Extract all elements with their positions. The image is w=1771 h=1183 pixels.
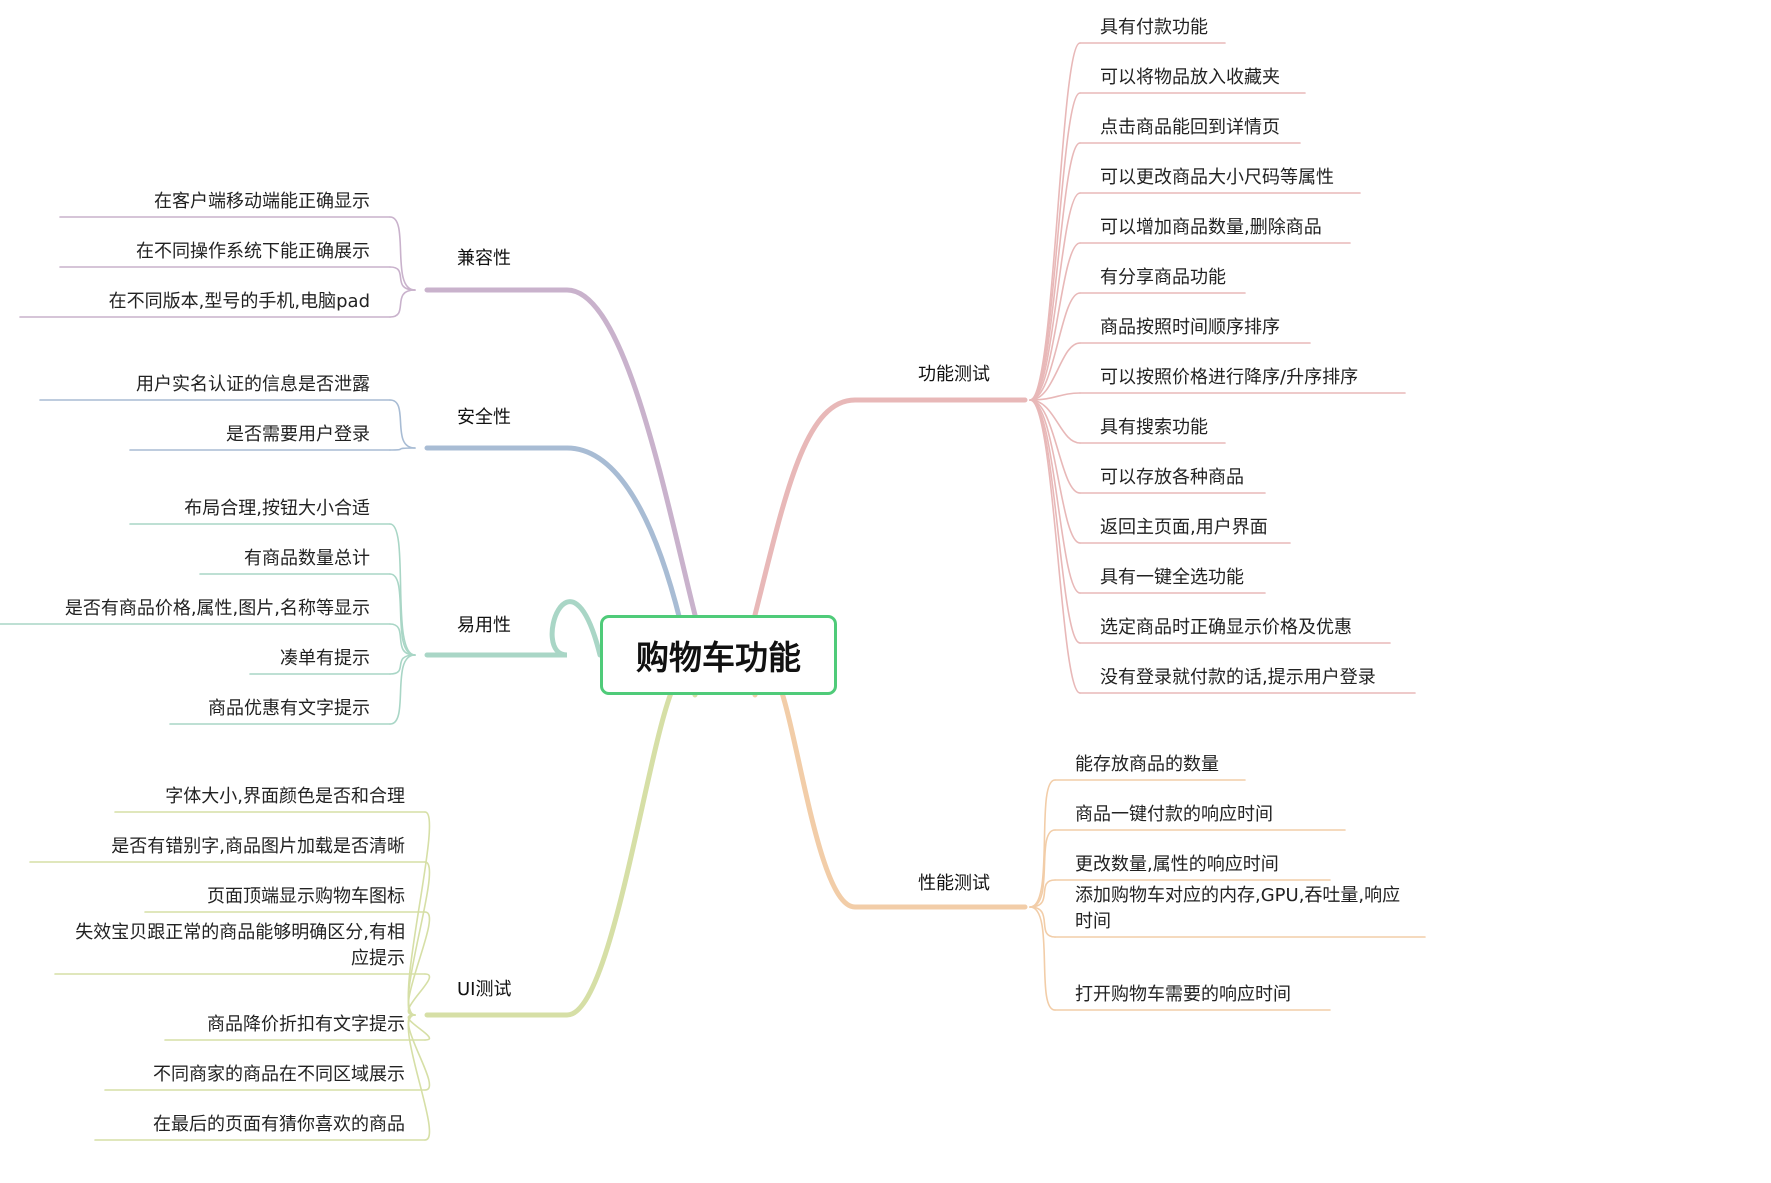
- leaf-connector: [1029, 399, 1081, 594]
- branch-connector-function: [752, 397, 1028, 618]
- leaf-connector: [1029, 392, 1081, 401]
- branch-compatibility[interactable]: 兼容性: [457, 248, 511, 269]
- leaf-connector: [407, 973, 431, 1016]
- leaf-function[interactable]: 具有搜索功能: [1100, 417, 1208, 438]
- leaf-connector: [407, 1014, 431, 1041]
- leaf-performance[interactable]: 商品一键付款的响应时间: [1075, 804, 1273, 825]
- leaf-usability[interactable]: 凑单有提示: [280, 648, 370, 669]
- branch-function[interactable]: 功能测试: [918, 364, 990, 385]
- leaf-security[interactable]: 是否需要用户登录: [226, 424, 370, 445]
- branch-connector-compatibility: [424, 287, 698, 618]
- leaf-ui[interactable]: 失效宝贝跟正常的商品能够明确区分,有相应提示: [75, 922, 405, 969]
- leaf-connector: [1029, 399, 1081, 494]
- leaf-usability[interactable]: 有商品数量总计: [244, 548, 370, 569]
- branch-connector-usability: [424, 599, 603, 658]
- leaf-connector: [389, 523, 416, 656]
- leaf-performance[interactable]: 能存放商品的数量: [1075, 754, 1219, 775]
- leaf-compatibility[interactable]: 在不同操作系统下能正确展示: [136, 241, 370, 262]
- leaf-connector: [389, 654, 416, 675]
- leaf-function[interactable]: 点击商品能回到详情页: [1100, 117, 1280, 138]
- leaf-connector: [1029, 342, 1081, 401]
- leaf-connector: [1029, 906, 1056, 1011]
- leaf-connector: [1029, 142, 1081, 401]
- leaf-function[interactable]: 返回主页面,用户界面: [1100, 517, 1268, 538]
- leaf-connector: [1029, 399, 1081, 544]
- leaf-usability[interactable]: 布局合理,按钮大小合适: [184, 498, 370, 519]
- leaf-compatibility[interactable]: 在不同版本,型号的手机,电脑pad: [108, 291, 370, 312]
- leaf-ui[interactable]: 字体大小,界面颜色是否和合理: [165, 786, 405, 807]
- leaf-security[interactable]: 用户实名认证的信息是否泄露: [136, 374, 370, 395]
- leaf-compatibility[interactable]: 在客户端移动端能正确显示: [154, 191, 370, 212]
- leaf-connector: [1029, 779, 1056, 908]
- leaf-connector: [1029, 242, 1081, 401]
- branch-usability[interactable]: 易用性: [457, 615, 511, 636]
- leaf-function[interactable]: 选定商品时正确显示价格及优惠: [1100, 617, 1352, 638]
- leaf-connector: [389, 654, 416, 725]
- leaf-connector: [1029, 92, 1081, 401]
- branch-performance[interactable]: 性能测试: [918, 873, 990, 894]
- root-node[interactable]: 购物车功能: [600, 615, 837, 695]
- leaf-ui[interactable]: 不同商家的商品在不同区域展示: [153, 1064, 405, 1085]
- branch-connector-ui: [424, 671, 698, 1018]
- leaf-function[interactable]: 商品按照时间顺序排序: [1100, 317, 1280, 338]
- leaf-connector: [1029, 906, 1056, 938]
- leaf-connector: [1029, 292, 1081, 401]
- leaf-connector: [1029, 399, 1081, 444]
- leaf-ui[interactable]: 是否有错别字,商品图片加载是否清晰: [111, 836, 405, 857]
- leaf-connector: [389, 447, 416, 451]
- leaf-connector: [1029, 879, 1056, 908]
- leaf-function[interactable]: 可以更改商品大小尺码等属性: [1100, 167, 1334, 188]
- leaf-connector: [389, 216, 416, 291]
- leaf-connector: [407, 1014, 431, 1141]
- leaf-ui[interactable]: 商品降价折扣有文字提示: [207, 1014, 405, 1035]
- leaf-performance[interactable]: 打开购物车需要的响应时间: [1075, 984, 1291, 1005]
- leaf-performance[interactable]: 添加购物车对应的内存,GPU,吞吐量,响应时间: [1075, 885, 1401, 932]
- leaf-ui[interactable]: 页面顶端显示购物车图标: [207, 886, 405, 907]
- leaf-performance[interactable]: 更改数量,属性的响应时间: [1075, 854, 1279, 875]
- leaf-function[interactable]: 可以存放各种商品: [1100, 467, 1244, 488]
- leaf-function[interactable]: 可以将物品放入收藏夹: [1100, 67, 1280, 88]
- leaf-usability[interactable]: 商品优惠有文字提示: [208, 698, 370, 719]
- leaf-connector: [389, 289, 416, 318]
- leaf-function[interactable]: 有分享商品功能: [1100, 267, 1226, 288]
- leaf-function[interactable]: 没有登录就付款的话,提示用户登录: [1100, 667, 1376, 688]
- leaf-connector: [389, 623, 416, 656]
- leaf-connector: [1029, 399, 1081, 694]
- leaf-connector: [407, 911, 431, 1016]
- leaf-connector: [389, 399, 416, 449]
- leaf-function[interactable]: 可以按照价格进行降序/升序排序: [1100, 367, 1359, 388]
- leaf-usability[interactable]: 是否有商品价格,属性,图片,名称等显示: [64, 598, 370, 619]
- branch-ui[interactable]: UI测试: [457, 979, 512, 1000]
- leaf-function[interactable]: 具有一键全选功能: [1100, 567, 1244, 588]
- branch-connector-security: [424, 445, 683, 623]
- leaf-connector: [1029, 192, 1081, 401]
- leaf-connector: [1029, 829, 1056, 908]
- branch-security[interactable]: 安全性: [457, 407, 511, 428]
- leaf-function[interactable]: 具有付款功能: [1100, 17, 1208, 38]
- leaf-ui[interactable]: 在最后的页面有猜你喜欢的商品: [153, 1114, 405, 1135]
- leaf-connector: [389, 573, 416, 656]
- leaf-connector: [389, 266, 416, 291]
- leaf-function[interactable]: 可以增加商品数量,删除商品: [1100, 217, 1322, 238]
